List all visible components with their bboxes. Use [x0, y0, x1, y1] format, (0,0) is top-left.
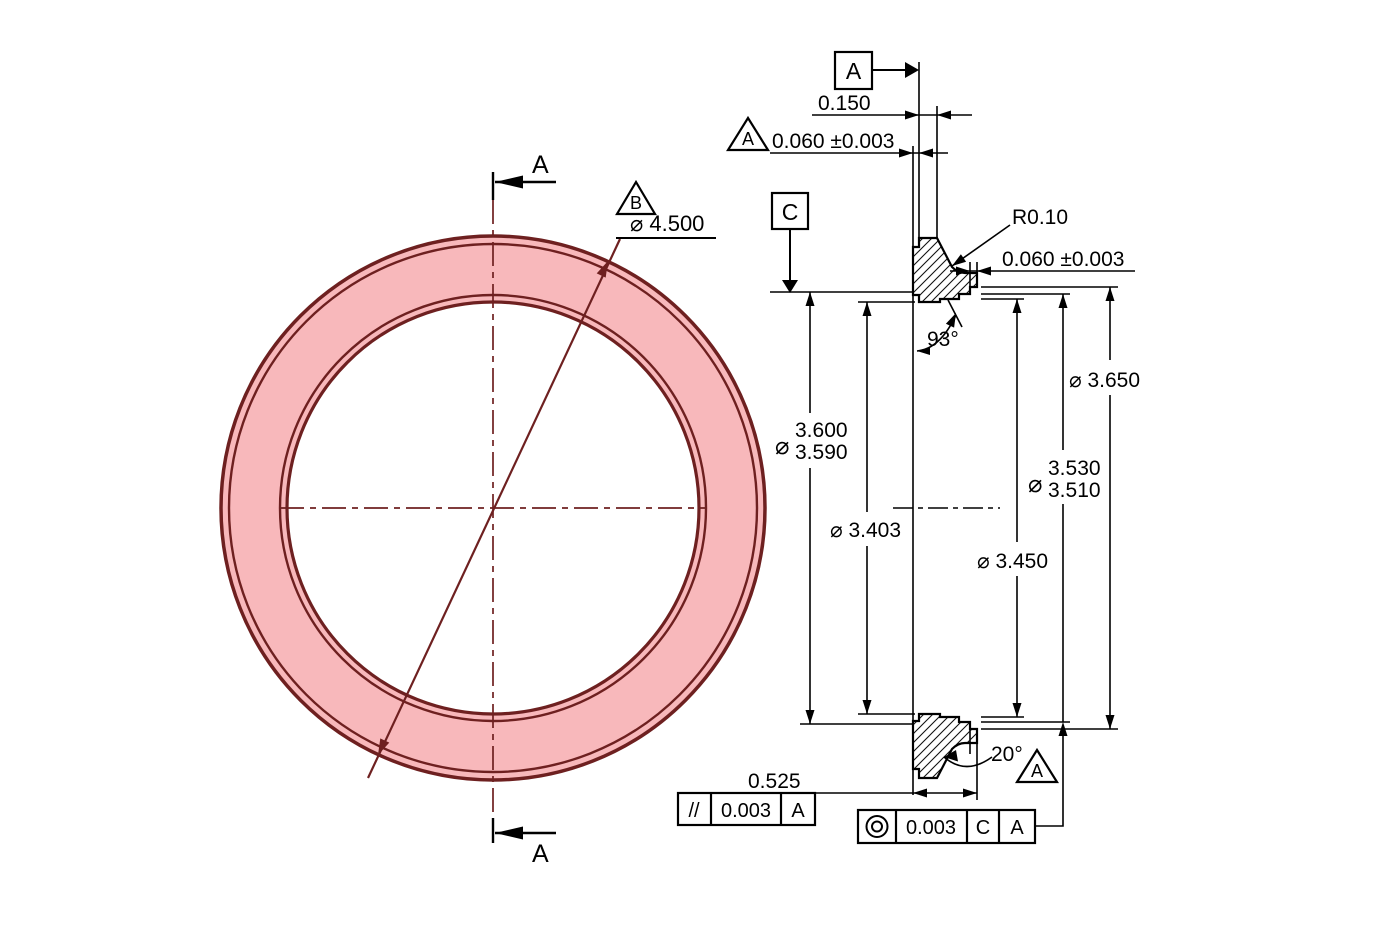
dim-outer-step: ⌀ 3.650 [1069, 287, 1140, 729]
dim-step-lower-text: 3.510 [1048, 479, 1101, 502]
angle-chamfer-text: 20° [991, 743, 1023, 766]
section-arrow-top: A [491, 151, 556, 200]
dim-bore-text: ⌀ 3.403 [830, 519, 901, 542]
concentricity-icon [865, 815, 889, 838]
dim-groove-text: ⌀ 3.450 [977, 550, 1048, 573]
od-arrow-bottom [378, 738, 390, 755]
flag-a-lower-triangle-icon [1015, 747, 1059, 784]
flag-b-label: B [630, 193, 642, 213]
section-view: A C 0.150 A 0.060 ±0.003 [676, 50, 1140, 845]
section-arrow-bottom: A [491, 818, 556, 868]
flag-b-triangle-icon [615, 179, 657, 216]
dim-groove: ⌀ 3.450 [977, 299, 1048, 717]
fcf-concentricity-tolerance: 0.003 [906, 817, 956, 839]
datum-c-label: C [782, 199, 799, 225]
flag-a-upper-triangle-icon [726, 115, 770, 152]
fcf-concentricity: 0.003 C A [856, 722, 1068, 845]
datum-a-label: A [846, 58, 862, 84]
dim-od-upper-text: 3.600 [795, 419, 848, 442]
angle-flank: 93° [916, 313, 959, 355]
od-arrow-top [596, 261, 608, 278]
dim-lip-right-text: 0.060 ±0.003 [1002, 248, 1124, 271]
cross-section-bottom [911, 712, 979, 780]
flag-note-b: B [615, 179, 657, 216]
dim-overall-width: 0.525 [748, 770, 977, 798]
dim-bore: ⌀ 3.403 [830, 302, 901, 714]
section-arrow-bottom-icon [495, 826, 523, 840]
flag-a-upper-label: A [742, 129, 754, 149]
flag-a-lower-label: A [1031, 761, 1043, 781]
section-label-top: A [532, 151, 549, 179]
dim-od-lower-text: 3.590 [795, 441, 848, 464]
fcf-parallelism: // 0.003 A [676, 791, 817, 827]
dim-lip-left-text: 0.060 ±0.003 [772, 130, 894, 153]
fcf-concentricity-datum-secondary: A [1010, 817, 1024, 839]
cross-section-top [911, 236, 979, 304]
front-view: ⌀ 4.500 B A A [219, 151, 767, 868]
dim-od-diameter-symbol: ⌀ [775, 432, 789, 460]
fcf-concentricity-datum-primary: C [976, 817, 990, 839]
parallelism-icon: // [688, 800, 700, 822]
angle-flank-text: 93° [927, 328, 959, 351]
dim-step-upper-text: 3.530 [1048, 457, 1101, 480]
dim-land-width: 0.150 [812, 92, 972, 120]
section-arrow-top-icon [495, 175, 523, 189]
od-dimension-line [367, 237, 716, 779]
angle-chamfer: 20° A [943, 743, 1059, 784]
radius-note-text: R0.10 [1012, 206, 1068, 229]
datum-a: A [833, 50, 919, 91]
fcf-parallelism-datum: A [791, 800, 805, 822]
dim-step: ⌀ 3.530 3.510 [1028, 294, 1101, 722]
dim-outer-step-text: ⌀ 3.650 [1069, 369, 1140, 392]
fcf-parallelism-tolerance: 0.003 [721, 800, 771, 822]
dim-lip-right: 0.060 ±0.003 [950, 248, 1135, 276]
dim-od: ⌀ 3.600 3.590 [775, 292, 848, 724]
od-dimension-text: ⌀ 4.500 [630, 211, 704, 236]
dim-overall-width-text: 0.525 [748, 770, 801, 793]
section-label-bottom: A [532, 840, 549, 868]
datum-a-triangle-icon [905, 62, 919, 78]
datum-c: C [770, 191, 810, 293]
fcf-concentricity-leader-arrow [1058, 722, 1068, 736]
chamfer-leader-arrow [944, 750, 958, 762]
radius-note: R0.10 [951, 206, 1068, 267]
radius-leader-arrow [952, 254, 967, 266]
dim-lip-left: A 0.060 ±0.003 [726, 115, 948, 158]
dim-step-diameter-symbol: ⌀ [1028, 470, 1042, 498]
dim-land-width-text: 0.150 [818, 92, 871, 115]
datum-c-triangle-icon [782, 280, 798, 293]
